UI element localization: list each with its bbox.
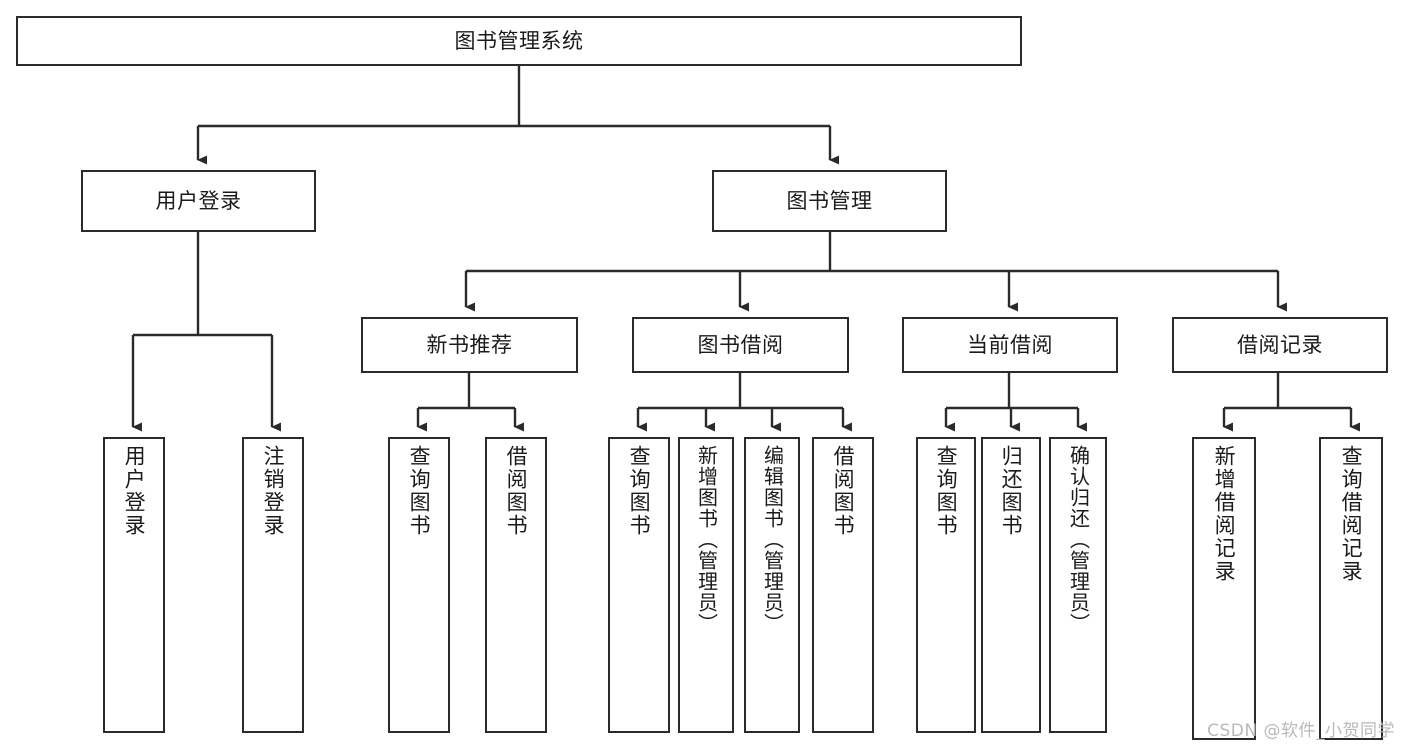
node-label: 用户登录 [122,445,147,537]
leaf-book-borrow-edit-book-admin[interactable]: 编辑图书（管理员） [744,437,800,733]
node-label: 当前借阅 [967,332,1053,357]
node-label: 查询图书 [627,445,652,537]
leaf-borrow-record-add-record[interactable]: 新增借阅记录 [1192,437,1256,740]
node-book-management[interactable]: 图书管理 [712,170,947,232]
node-label: 查询图书 [934,445,959,537]
node-borrow-record[interactable]: 借阅记录 [1172,317,1388,373]
node-label: 借阅图书 [831,445,856,537]
node-label: 借阅图书 [504,445,529,537]
node-current-borrow[interactable]: 当前借阅 [902,317,1118,373]
leaf-book-borrow-borrow-book[interactable]: 借阅图书 [812,437,874,733]
node-book-borrow[interactable]: 图书借阅 [632,317,849,373]
node-new-book-recommend[interactable]: 新书推荐 [361,317,578,373]
node-label: 新书推荐 [426,332,513,357]
node-label: 归还图书 [999,445,1024,537]
leaf-new-book-borrow-book[interactable]: 借阅图书 [485,437,547,733]
leaf-book-borrow-query-book[interactable]: 查询图书 [608,437,670,733]
leaf-current-borrow-return-book[interactable]: 归还图书 [981,437,1041,733]
node-label: 注销登录 [261,445,286,537]
node-label: 查询图书 [407,445,432,537]
node-label: 用户登录 [155,188,242,213]
leaf-new-book-query-book[interactable]: 查询图书 [388,437,450,733]
node-label: 编辑图书（管理员） [760,445,785,634]
node-label: 图书管理系统 [454,28,584,53]
leaf-current-borrow-query-book[interactable]: 查询图书 [916,437,976,733]
node-label: 图书管理 [786,188,873,213]
node-label: 新增借阅记录 [1212,445,1237,583]
node-label: 查询借阅记录 [1339,445,1364,583]
leaf-borrow-record-query-record[interactable]: 查询借阅记录 [1319,437,1383,740]
node-label: 借阅记录 [1237,332,1323,357]
node-label: 确认归还（管理员） [1066,445,1091,634]
node-user-login[interactable]: 用户登录 [81,170,316,232]
node-label: 图书借阅 [697,332,784,357]
node-root-book-management-system[interactable]: 图书管理系统 [16,16,1022,66]
leaf-user-login-logout[interactable]: 注销登录 [242,437,304,733]
leaf-user-login-login[interactable]: 用户登录 [103,437,165,733]
node-label: 新增图书（管理员） [694,445,719,634]
leaf-current-borrow-confirm-return-admin[interactable]: 确认归还（管理员） [1049,437,1107,733]
leaf-book-borrow-add-book-admin[interactable]: 新增图书（管理员） [678,437,734,733]
